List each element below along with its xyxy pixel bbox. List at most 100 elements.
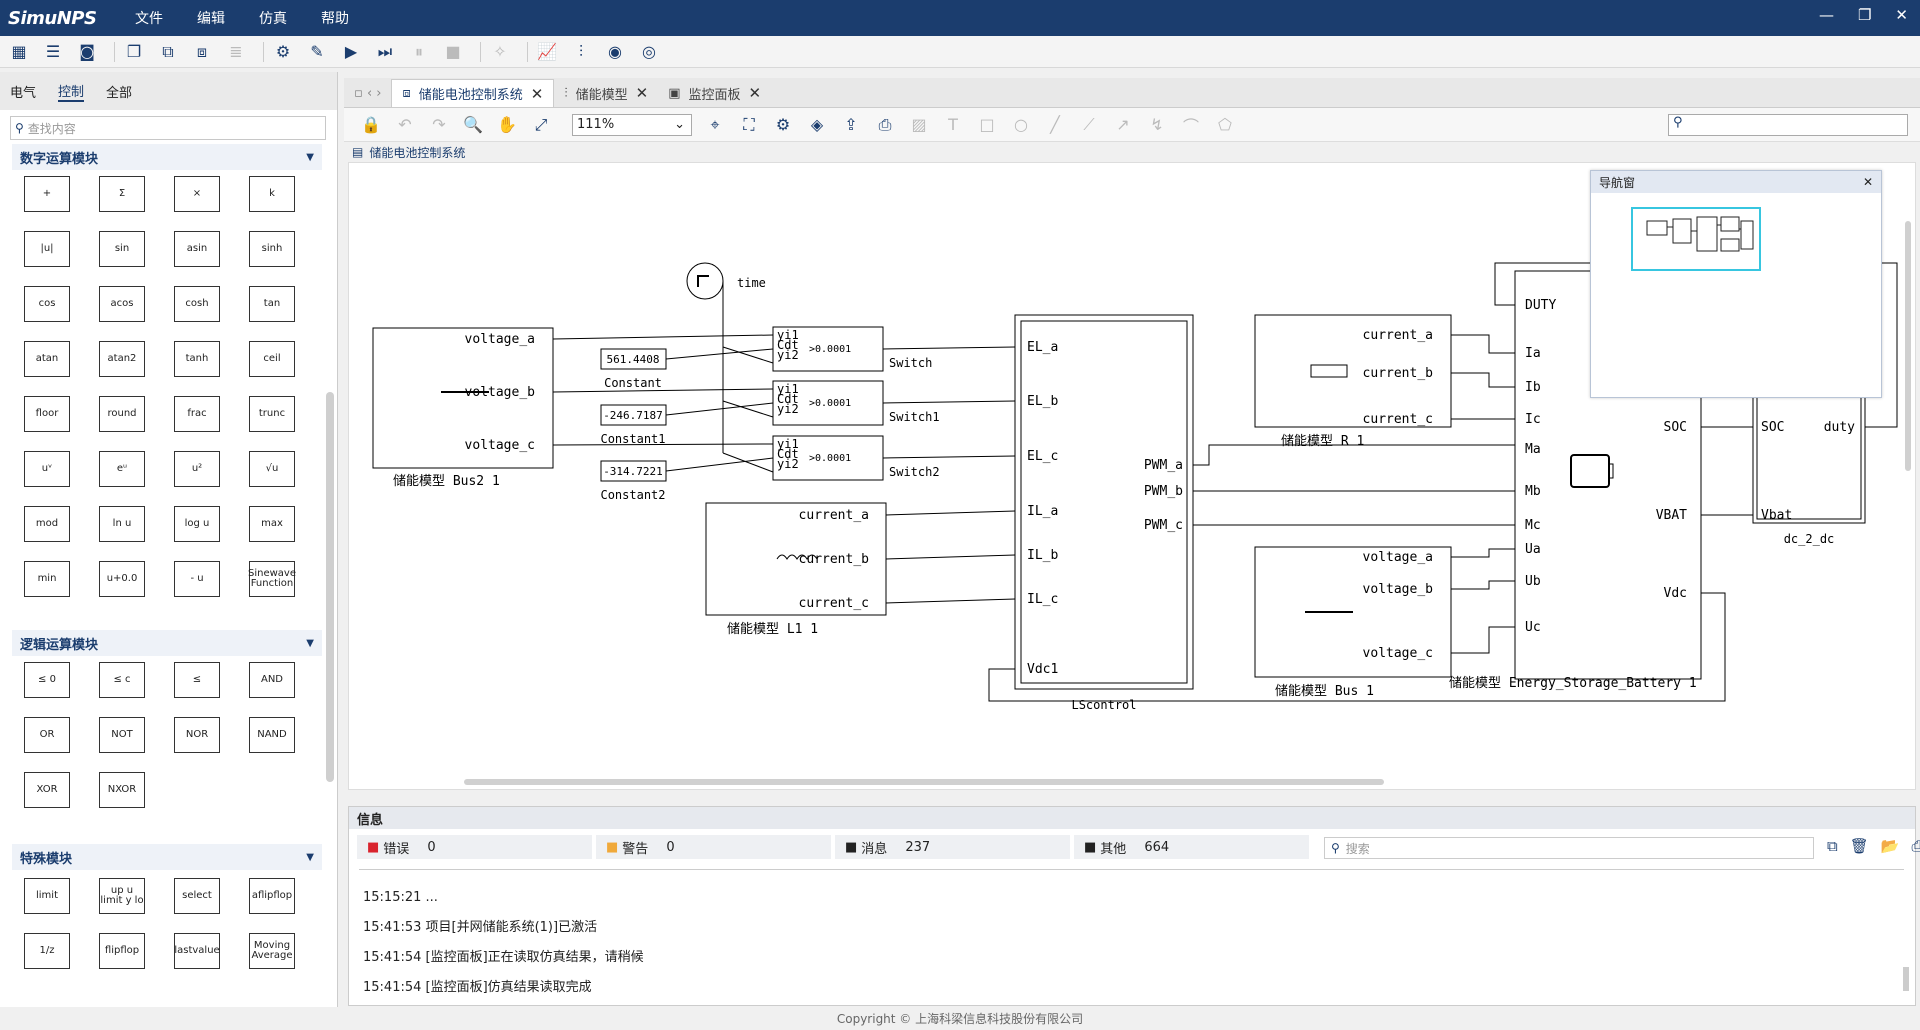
library-block[interactable]: tan — [249, 286, 295, 322]
library-block[interactable]: Sinewave Function — [248, 561, 296, 597]
category-math[interactable]: 数字运算模块▼ — [12, 144, 322, 170]
library-block[interactable]: u+0.0 — [99, 561, 145, 597]
library-block[interactable]: ≤ — [174, 662, 220, 698]
tab-electrical[interactable]: 电气 — [10, 85, 37, 101]
library-block[interactable]: u² — [174, 451, 220, 487]
menu-simulate[interactable]: 仿真 — [259, 11, 287, 27]
category-special[interactable]: 特殊模块▼ — [12, 844, 322, 870]
run-icon[interactable]: ▶ — [344, 42, 358, 61]
library-block[interactable]: acos — [99, 286, 145, 322]
close-tab-icon[interactable]: ✕ — [530, 84, 544, 103]
import-model-icon[interactable]: ⧈ — [196, 41, 208, 61]
frame-icon[interactable]: ⛶ — [743, 114, 755, 134]
trash-icon[interactable]: 🗑 — [1849, 837, 1869, 855]
library-block[interactable]: ≤ 0 — [24, 662, 70, 698]
time-block[interactable] — [686, 262, 724, 300]
zoom-icon[interactable]: 🔍 — [463, 115, 483, 134]
list-icon[interactable]: ☰ — [45, 42, 61, 61]
menu-file[interactable]: 文件 — [135, 11, 163, 27]
rect-icon[interactable]: □ — [979, 115, 995, 134]
library-block[interactable]: + — [24, 176, 70, 212]
lock-icon[interactable]: 🔒 — [361, 115, 381, 134]
library-block[interactable]: flipflop — [99, 933, 145, 969]
library-block[interactable]: log u — [174, 506, 220, 542]
library-block[interactable]: aflipflop — [249, 878, 295, 914]
library-block[interactable]: Σ — [99, 176, 145, 212]
library-block[interactable]: mod — [24, 506, 70, 542]
library-block[interactable]: √u — [249, 451, 295, 487]
settings-icon[interactable]: ⚙ — [275, 42, 291, 61]
fit-icon[interactable]: ⤢ — [534, 114, 548, 134]
library-block[interactable]: sin — [99, 231, 145, 267]
bus1-block[interactable] — [1254, 546, 1452, 678]
library-block[interactable]: ≤ c — [99, 662, 145, 698]
library-block[interactable]: cos — [24, 286, 70, 322]
library-block[interactable]: round — [99, 396, 145, 432]
zoom-select[interactable]: 111%⌄ — [572, 113, 692, 136]
close-button[interactable]: ✕ — [1895, 6, 1908, 24]
library-block[interactable]: NXOR — [99, 772, 145, 808]
library-block[interactable]: - u — [174, 561, 220, 597]
library-block[interactable]: frac — [174, 396, 220, 432]
debug-icon[interactable]: ✧ — [493, 42, 507, 61]
library-block[interactable]: k — [249, 176, 295, 212]
library-block[interactable]: NOR — [174, 717, 220, 753]
library-block[interactable]: OR — [24, 717, 70, 753]
line-icon[interactable]: ╱ — [1050, 115, 1060, 134]
tag-icon[interactable]: ⌖ — [710, 114, 720, 134]
library-block[interactable]: |u| — [24, 231, 70, 267]
tab-monitor-panel[interactable]: ▣监控面板✕ — [668, 84, 762, 103]
ellipse-icon[interactable]: ○ — [1014, 115, 1028, 134]
r1-block[interactable] — [1254, 314, 1452, 428]
close-tab-icon[interactable]: ✕ — [748, 84, 762, 102]
library-block[interactable]: uᵛ — [24, 451, 70, 487]
chart-icon[interactable]: 📈 — [537, 42, 557, 61]
library-block[interactable]: limit — [24, 878, 70, 914]
text-icon[interactable]: T — [948, 115, 958, 134]
edit-icon[interactable]: ✎ — [310, 42, 324, 61]
monitor-icon[interactable]: ◉ — [608, 42, 622, 61]
pan-icon[interactable]: ✋ — [497, 115, 517, 134]
info-scrollbar[interactable] — [1903, 967, 1909, 991]
library-block[interactable]: tanh — [174, 341, 220, 377]
curve-arrow-icon[interactable]: ↯ — [1150, 115, 1164, 134]
lscontrol-block[interactable] — [1014, 314, 1194, 690]
canvas-hscroll[interactable] — [464, 779, 1384, 785]
library-block[interactable]: asin — [174, 231, 220, 267]
grid-icon[interactable]: ▦ — [11, 42, 27, 61]
nav-viewport[interactable] — [1631, 207, 1761, 271]
library-block[interactable]: 1/z — [24, 933, 70, 969]
library-search-input[interactable]: ⚲ 查找内容 — [10, 116, 326, 140]
category-logic[interactable]: 逻辑运算模块▼ — [12, 630, 322, 656]
library-block[interactable]: sinh — [249, 231, 295, 267]
panel-icon[interactable]: ◙ — [79, 42, 95, 61]
menu-edit[interactable]: 编辑 — [197, 11, 225, 27]
library-block[interactable]: min — [24, 561, 70, 597]
pause-icon[interactable]: ⏸ — [414, 41, 423, 61]
gear-icon[interactable]: ⚙ — [775, 115, 791, 134]
bus2-block[interactable] — [372, 327, 554, 469]
copy-model-icon[interactable]: ❐ — [126, 42, 142, 61]
tab-control-system[interactable]: ⧈储能电池控制系统✕ — [391, 79, 555, 107]
print-icon[interactable]: ⎙ — [1911, 837, 1920, 855]
dc2dc-block[interactable] — [1752, 382, 1866, 524]
canvas-search-input[interactable]: ⚲ — [1668, 114, 1908, 136]
library-block[interactable]: ln u — [99, 506, 145, 542]
library-block[interactable]: trunc — [249, 396, 295, 432]
library-block[interactable]: max — [249, 506, 295, 542]
close-icon[interactable]: ✕ — [1862, 175, 1873, 189]
library-block[interactable]: NAND — [249, 717, 295, 753]
redo-icon[interactable]: ↷ — [432, 115, 446, 134]
menu-help[interactable]: 帮助 — [321, 11, 349, 27]
new-model-icon[interactable]: ⧉ — [162, 41, 174, 61]
polyline-icon[interactable]: ⟋ — [1083, 114, 1095, 134]
export-icon[interactable]: ⇪ — [844, 115, 858, 134]
tab-storage-model[interactable]: ⫶储能模型✕ — [564, 84, 649, 103]
arc-icon[interactable]: ⌒ — [1182, 116, 1199, 136]
close-tab-icon[interactable]: ✕ — [635, 84, 649, 102]
stop-icon[interactable]: ■ — [445, 42, 461, 61]
polygon-icon[interactable]: ⬠ — [1218, 115, 1232, 134]
